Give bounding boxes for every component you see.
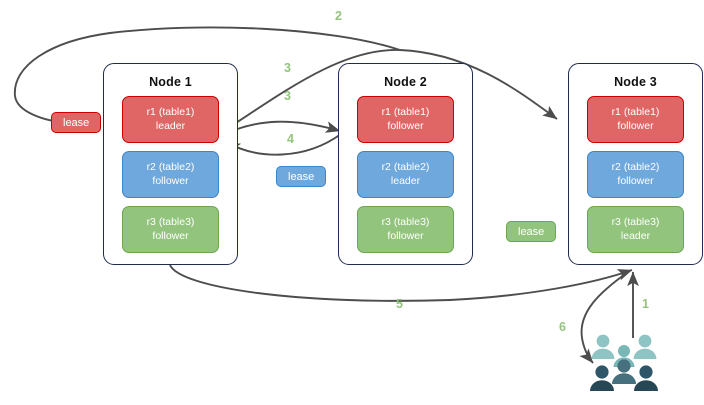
step-label-3a: 3 — [284, 61, 291, 75]
lease-badge-r2[interactable]: lease — [276, 166, 327, 187]
replica-role: follower — [617, 174, 654, 187]
replica-node2-r3[interactable]: r3 (table3) follower — [357, 206, 454, 253]
replica-node3-r1[interactable]: r1 (table1) follower — [587, 96, 684, 143]
replica-role: follower — [387, 229, 424, 242]
replica-node3-r2[interactable]: r2 (table2) follower — [587, 151, 684, 198]
replica-node2-r2[interactable]: r2 (table2) leader — [357, 151, 454, 198]
replica-name: r2 (table2) — [381, 161, 430, 173]
replica-name: r1 (table1) — [611, 106, 660, 118]
replica-name: r3 (table3) — [381, 216, 430, 228]
node-title: Node 3 — [614, 75, 657, 89]
replica-role: leader — [390, 174, 421, 187]
replica-node1-r2[interactable]: r2 (table2) follower — [122, 151, 219, 198]
node-box-1[interactable]: Node 1 r1 (table1) leader r2 (table2) fo… — [103, 63, 238, 265]
replica-node1-r1[interactable]: r1 (table1) leader — [122, 96, 219, 143]
node-title: Node 1 — [149, 75, 192, 89]
replica-name: r1 (table1) — [381, 106, 430, 118]
users-icon — [590, 334, 658, 391]
replica-node2-r1[interactable]: r1 (table1) follower — [357, 96, 454, 143]
arrow-step-5 — [169, 264, 633, 302]
replica-name: r3 (table3) — [146, 216, 195, 228]
replica-role: follower — [617, 119, 654, 132]
lease-badge-r3[interactable]: lease — [506, 221, 557, 242]
lease-badge-r1[interactable]: lease — [51, 112, 102, 133]
replica-role: follower — [152, 229, 189, 242]
replica-role: leader — [620, 229, 651, 242]
step-label-1: 1 — [642, 297, 649, 311]
step-label-4: 4 — [287, 132, 294, 146]
step-label-5: 5 — [396, 297, 403, 311]
arrow-step-4 — [225, 133, 342, 156]
replica-node1-r3[interactable]: r3 (table3) follower — [122, 206, 219, 253]
node-title: Node 2 — [384, 75, 427, 89]
arrow-step-3-node2 — [222, 120, 341, 136]
replica-name: r2 (table2) — [611, 161, 660, 173]
node-box-2[interactable]: Node 2 r1 (table1) follower r2 (table2) … — [338, 63, 473, 265]
node-box-3[interactable]: Node 3 r1 (table1) follower r2 (table2) … — [568, 63, 703, 265]
replica-name: r1 (table1) — [146, 106, 195, 118]
replica-role: follower — [152, 174, 189, 187]
step-label-2: 2 — [335, 9, 342, 23]
replica-node3-r3[interactable]: r3 (table3) leader — [587, 206, 684, 253]
step-label-6: 6 — [559, 320, 566, 334]
replica-role: leader — [155, 119, 186, 132]
step-label-3b: 3 — [284, 89, 291, 103]
replica-name: r3 (table3) — [611, 216, 660, 228]
replica-name: r2 (table2) — [146, 161, 195, 173]
replica-role: follower — [387, 119, 424, 132]
